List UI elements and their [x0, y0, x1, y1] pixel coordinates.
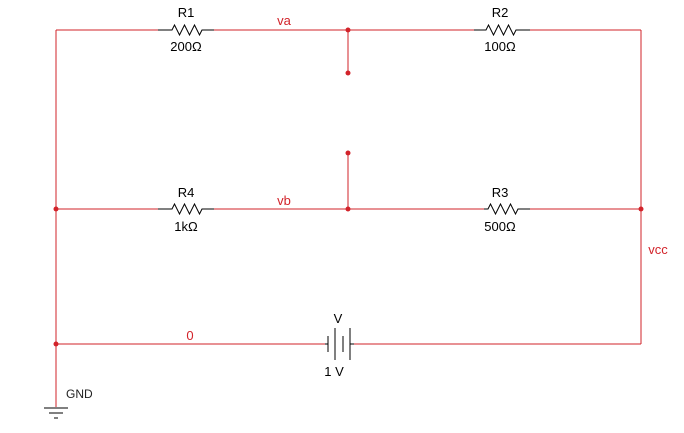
- resistor-r1[interactable]: R1 200Ω: [158, 5, 214, 54]
- junction-vb: [345, 206, 351, 212]
- resistor-r4[interactable]: R4 1kΩ: [158, 185, 214, 234]
- battery-value: 1 V: [324, 364, 344, 379]
- resistor-r3-symbol: [484, 202, 530, 216]
- junction-left-bottom: [53, 341, 59, 347]
- resistor-r2[interactable]: R2 100Ω: [474, 5, 530, 54]
- resistor-r1-symbol: [158, 23, 214, 37]
- battery-plates: [325, 328, 354, 360]
- net-label-vcc: vcc: [648, 242, 668, 257]
- resistor-r1-value: 200Ω: [170, 39, 202, 54]
- resistor-r4-value: 1kΩ: [174, 219, 198, 234]
- ground-label: GND: [66, 387, 93, 401]
- switch-terminal-lower: [345, 150, 351, 156]
- resistor-r3[interactable]: R3 500Ω: [484, 185, 530, 234]
- resistor-r1-name: R1: [178, 5, 195, 20]
- battery-source[interactable]: V 1 V: [324, 311, 354, 379]
- resistor-r4-symbol: [158, 202, 214, 216]
- resistor-r2-name: R2: [492, 5, 509, 20]
- net-label-vb: vb: [277, 193, 291, 208]
- junction-right-middle: [638, 206, 644, 212]
- resistor-r3-name: R3: [492, 185, 509, 200]
- resistor-r4-name: R4: [178, 185, 195, 200]
- resistor-r2-value: 100Ω: [484, 39, 516, 54]
- battery-name: V: [334, 311, 343, 326]
- ground-icon: [44, 407, 68, 419]
- junction-left-middle: [53, 206, 59, 212]
- switch-terminal-upper: [345, 70, 351, 76]
- net-label-zero: 0: [186, 328, 193, 343]
- net-label-va: va: [277, 13, 292, 28]
- ground-symbol: GND: [44, 387, 93, 419]
- resistor-r2-symbol: [474, 23, 530, 37]
- junction-va: [345, 27, 351, 33]
- junctions: [53, 27, 644, 347]
- wires: [55, 29, 642, 407]
- resistor-r3-value: 500Ω: [484, 219, 516, 234]
